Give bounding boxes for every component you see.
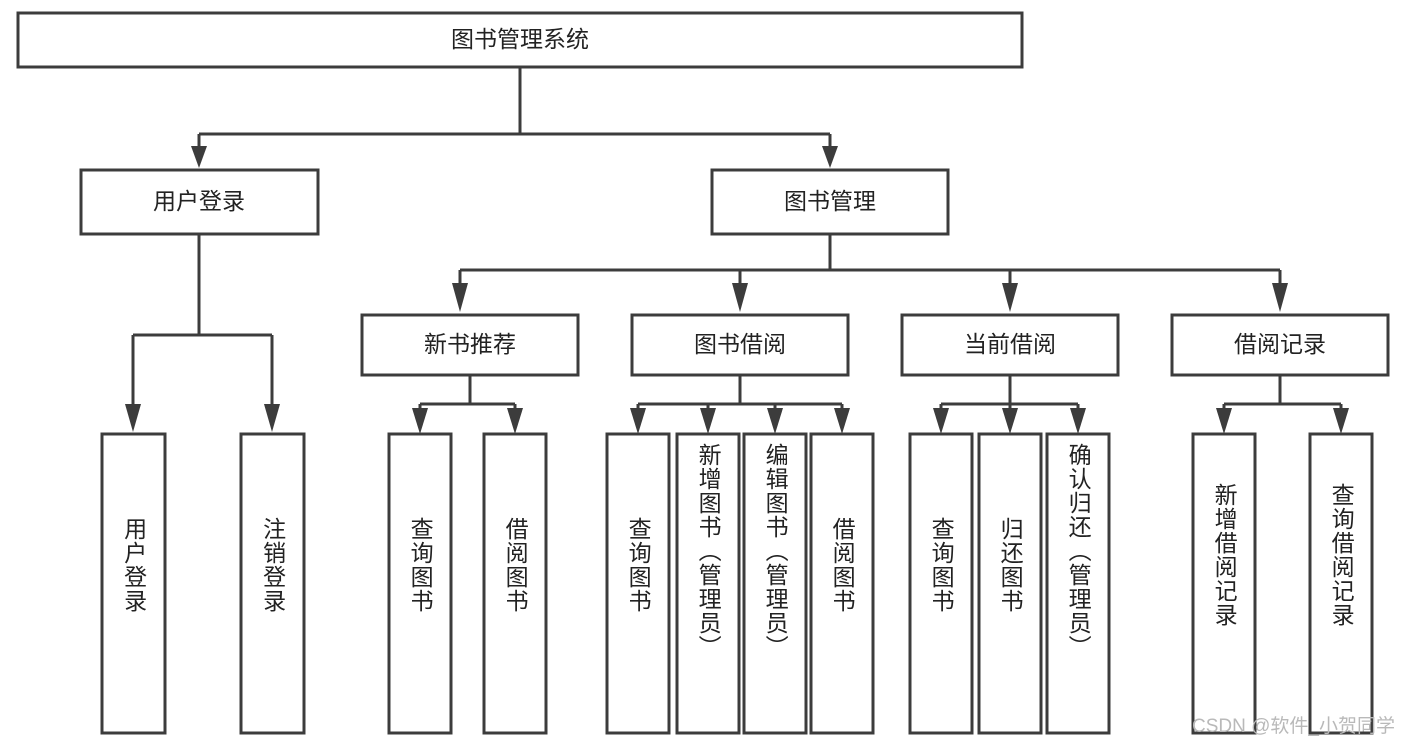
node-label-book-management: 图书管理	[784, 188, 876, 214]
node-box-leaf-query-book-2[interactable]	[605, 432, 671, 735]
node-box-root[interactable]	[16, 11, 1024, 69]
connector-newbook-to-leaves	[412, 376, 523, 434]
connector-bookborrow-to-leaves	[630, 376, 850, 434]
connector-userlogin-to-leaves	[125, 235, 280, 432]
connector-root-to-level2	[191, 67, 838, 168]
node-box-leaf-borrow-book-2[interactable]	[809, 432, 875, 735]
node-label-book-borrow: 图书借阅	[694, 331, 786, 357]
node-box-leaf-add-book[interactable]	[675, 432, 741, 735]
node-box-book-management[interactable]	[710, 168, 950, 236]
connector-bookmgmt-to-level3	[452, 235, 1288, 312]
node-label-current-borrow: 当前借阅	[964, 331, 1056, 357]
node-box-leaf-return-book[interactable]	[977, 432, 1043, 735]
node-box-leaf-edit-book[interactable]	[742, 432, 808, 735]
node-box-leaf-logout-login[interactable]	[239, 432, 306, 735]
node-box-leaf-query-record[interactable]	[1308, 432, 1374, 735]
node-box-leaf-query-book-1[interactable]	[387, 432, 453, 735]
node-box-user-login[interactable]	[79, 168, 320, 236]
csdn-watermark: CSDN @软件_小贺同学	[1192, 716, 1395, 737]
node-box-leaf-user-login[interactable]	[100, 432, 167, 735]
node-box-book-borrow[interactable]	[630, 313, 850, 377]
node-label-new-book-recommend: 新书推荐	[424, 331, 516, 357]
node-box-current-borrow[interactable]	[900, 313, 1120, 377]
node-label-root: 图书管理系统	[451, 26, 589, 52]
connector-borrowrecord-to-leaves	[1216, 376, 1349, 434]
node-box-new-book-recommend[interactable]	[360, 313, 580, 377]
node-label-user-login: 用户登录	[153, 188, 245, 214]
node-box-borrow-record[interactable]	[1170, 313, 1390, 377]
connector-currentborrow-to-leaves	[933, 376, 1086, 434]
node-label-borrow-record: 借阅记录	[1234, 331, 1326, 357]
node-box-leaf-borrow-book-1[interactable]	[482, 432, 548, 735]
node-box-leaf-confirm-return[interactable]	[1045, 432, 1111, 735]
node-box-leaf-add-record[interactable]	[1191, 432, 1257, 735]
node-box-leaf-query-book-3[interactable]	[908, 432, 974, 735]
